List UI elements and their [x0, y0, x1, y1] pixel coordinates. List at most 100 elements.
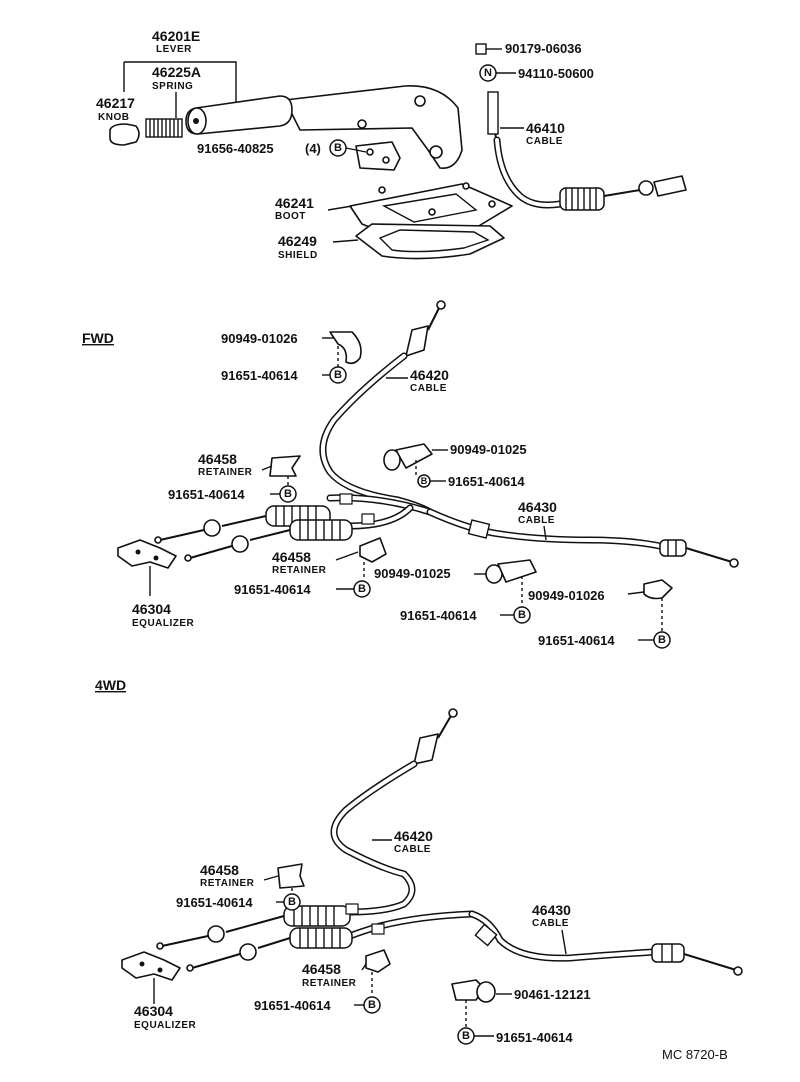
fwd-equalizer-name: EQUALIZER: [132, 618, 195, 629]
fourwd-bolt-retainer-upper-badge: B: [283, 893, 301, 911]
cable-46410-part-number: 46410: [526, 120, 565, 136]
fwd-clamp-end-shape: [643, 579, 673, 632]
fourwd-equalizer-part-number: 46304: [134, 1003, 173, 1019]
fourwd-bolt-clamp-badge: B: [457, 1027, 475, 1045]
fwd-clamp-top-part-number: 90949-01026: [221, 331, 298, 346]
grip-end-dot: [193, 118, 199, 124]
svg-text:N: N: [484, 67, 492, 79]
lever-hole-mid: [357, 119, 367, 129]
fwd-bolt-retainer-lower-part-number: 91651-40614: [234, 582, 311, 597]
fourwd-cable-front-part-number: 46420: [394, 828, 433, 844]
fwd-bolt-top-part-number: 91651-40614: [221, 368, 298, 383]
fwd-labels: 90949-01026 91651-40614 B 46420 CABLE 90…: [132, 331, 671, 649]
boot-hole-3: [428, 208, 436, 216]
fwd-retainer-lower-part-number: 46458: [272, 549, 311, 565]
spring-shape: [145, 118, 183, 138]
fwd-bolt-retainer-lower-badge: B: [353, 580, 371, 598]
fourwd-clamp-part-number: 90461-12121: [514, 987, 591, 1002]
bolt-91656-badge: B: [329, 139, 347, 157]
fwd-bolt-mid-part-number: 91651-40614: [448, 474, 525, 489]
svg-text:B: B: [368, 999, 376, 1011]
shield-name: SHIELD: [278, 250, 318, 261]
fourwd-cable-rear-part-number: 46430: [532, 902, 571, 918]
fourwd-retainer-upper-shape: [277, 863, 305, 889]
boot-hole-1: [378, 186, 386, 194]
fwd-clamp-mid-part-number: 90949-01025: [450, 442, 527, 457]
lever-name: LEVER: [156, 44, 192, 55]
fwd-parts: [117, 331, 673, 632]
fourwd-equalizer-name: EQUALIZER: [134, 1020, 197, 1031]
fwd-bolt-low-badge: B: [513, 606, 531, 624]
fwd-clamp-end-part-number: 90949-01026: [528, 588, 605, 603]
fwd-clamp-low-part-number: 90949-01025: [374, 566, 451, 581]
fwd-bolt-low-part-number: 91651-40614: [400, 608, 477, 623]
fourwd-cable-rear-name: CABLE: [532, 918, 569, 929]
svg-text:B: B: [284, 488, 292, 500]
svg-text:B: B: [288, 896, 296, 908]
fourwd-retainer-lower-shape: [365, 949, 391, 973]
fwd-bolt-retainer-upper-part-number: 91651-40614: [168, 487, 245, 502]
bolt-91656-part-number: 91656-40825: [197, 141, 274, 156]
shield-shape: [355, 223, 505, 260]
fwd-retainer-lower-name: RETAINER: [272, 565, 327, 576]
cable-46410: [493, 136, 564, 209]
spring-part-number: 46225A: [152, 64, 201, 80]
cable-46410-name: CABLE: [526, 136, 563, 147]
fwd-rear-end: [659, 539, 739, 568]
fourwd-upper-adjuster: [156, 905, 351, 950]
svg-text:B: B: [358, 583, 366, 595]
fourwd-retainer-lower-name: RETAINER: [302, 978, 357, 989]
fwd-bolt-end-badge: B: [653, 631, 671, 649]
knob-part-number: 46217: [96, 95, 135, 111]
fourwd-cables: [156, 708, 743, 976]
fourwd-bolt-retainer-lower-badge: B: [363, 996, 381, 1014]
fourwd-retainer-upper-part-number: 46458: [200, 862, 239, 878]
svg-text:B: B: [334, 369, 342, 381]
mount-bracket: [355, 141, 401, 171]
svg-text:B: B: [421, 476, 428, 486]
fourwd-parts: [121, 863, 496, 1028]
fourwd-bolt-retainer-upper-part-number: 91651-40614: [176, 895, 253, 910]
lever-grip: [185, 95, 293, 135]
lever-hole-top: [414, 95, 426, 107]
knob-shape: [109, 123, 140, 146]
cable-46410-adjuster: [559, 175, 687, 211]
fourwd-clamp-shape: [451, 979, 496, 1028]
fourwd-rear-end: [651, 943, 743, 976]
fwd-retainer-lower-shape: [359, 537, 387, 563]
fwd-cable-front-name: CABLE: [410, 383, 447, 394]
fwd-retainer-upper-name: RETAINER: [198, 467, 253, 478]
lever-hole-bottom: [429, 145, 443, 159]
svg-text:B: B: [518, 609, 526, 621]
fwd-bolt-end-part-number: 91651-40614: [538, 633, 615, 648]
fwd-equalizer-part-number: 46304: [132, 601, 171, 617]
spring-name: SPRING: [152, 81, 193, 92]
nut-shape: [475, 43, 487, 55]
svg-text:B: B: [658, 634, 666, 646]
fourwd-labels: 46420 CABLE 46458 RETAINER 91651-40614 B…: [134, 828, 591, 1045]
pin-badge: N: [479, 64, 497, 82]
fourwd-lower-adjuster: [186, 927, 353, 972]
fwd-lower-adjuster: [184, 519, 353, 562]
fwd-retainer-upper-part-number: 46458: [198, 451, 237, 467]
svg-text:B: B: [334, 142, 342, 154]
bolt-91656-qty: (4): [305, 141, 321, 156]
boot-name: BOOT: [275, 211, 306, 222]
lever-bracket: [284, 85, 463, 169]
svg-text:B: B: [462, 1030, 470, 1042]
lever-assembly: [109, 43, 687, 260]
lever-part-number: 46201E: [152, 28, 200, 44]
boot-part-number: 46241: [275, 195, 314, 211]
shield-part-number: 46249: [278, 233, 317, 249]
fourwd-bolt-clamp-part-number: 91651-40614: [496, 1030, 573, 1045]
diagram-code: MC 8720-B: [662, 1047, 728, 1062]
fwd-cables: [154, 300, 739, 568]
fwd-cable-rear-part-number: 46430: [518, 499, 557, 515]
fwd-equalizer-shape: [117, 539, 177, 569]
fwd-bolt-mid-badge: B: [417, 474, 431, 488]
knob-name: KNOB: [98, 112, 129, 123]
boot-hole-4: [488, 200, 496, 208]
fwd-section-title: FWD: [82, 330, 114, 346]
mount-hole-1: [366, 148, 374, 156]
